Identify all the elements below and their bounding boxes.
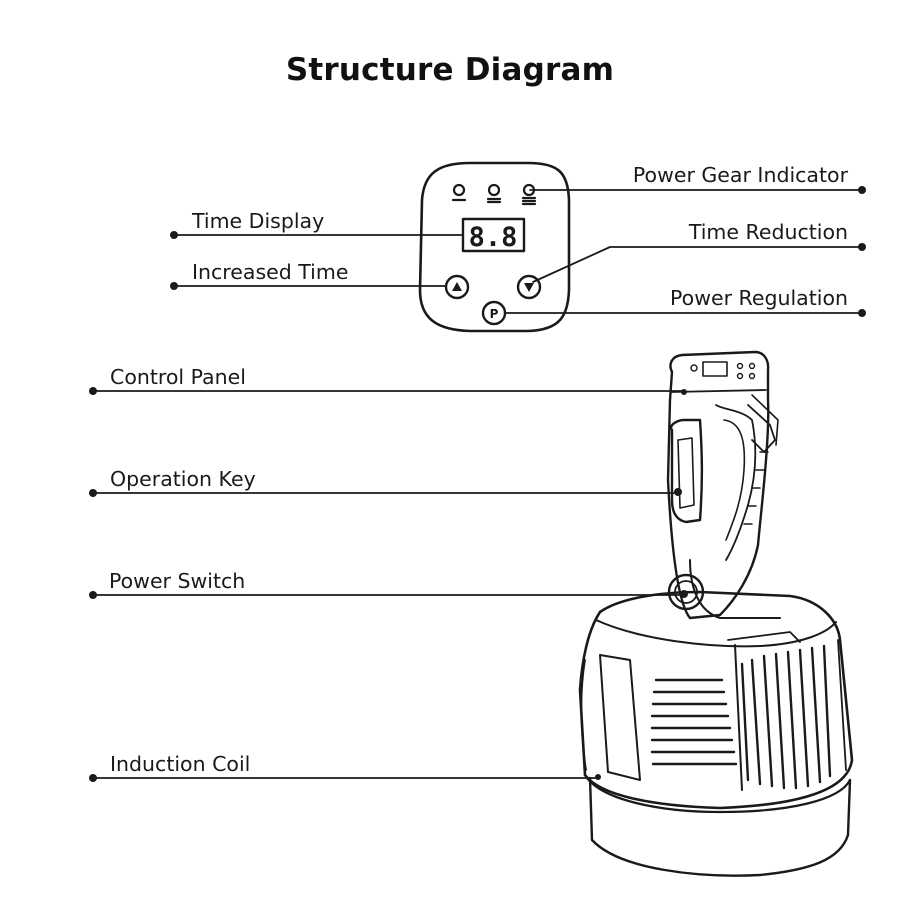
reduce-time-button-icon xyxy=(516,274,542,300)
side-grille xyxy=(740,644,832,790)
label-time-display: Time Display xyxy=(192,209,325,233)
label-increased-time: Increased Time xyxy=(192,260,349,284)
device-leader-lines xyxy=(92,390,685,779)
label-induction-coil: Induction Coil xyxy=(110,752,251,776)
panel-leader-dots xyxy=(170,186,866,317)
device-handle xyxy=(666,350,770,620)
vent-slots xyxy=(650,678,738,766)
device-base xyxy=(578,590,854,810)
control-panel-closeup xyxy=(418,161,571,333)
label-power-regulation: Power Regulation xyxy=(670,286,848,310)
gear-led-3-icon xyxy=(521,183,537,206)
time-display-value: 8.8 xyxy=(469,222,518,253)
panel-outline xyxy=(418,161,571,333)
operation-key xyxy=(669,418,704,524)
panel-leader-lines xyxy=(173,189,863,314)
label-operation-key: Operation Key xyxy=(110,467,256,491)
increase-time-button-icon xyxy=(444,274,470,300)
page-title: Structure Diagram xyxy=(285,52,615,88)
label-power-gear-indicator: Power Gear Indicator xyxy=(632,163,848,187)
label-power-switch: Power Switch xyxy=(109,569,246,593)
device-illustration xyxy=(578,350,854,877)
device-leader-dots xyxy=(89,387,97,782)
label-time-reduction: Time Reduction xyxy=(688,220,848,244)
gear-led-2-icon xyxy=(486,183,502,204)
gear-led-1-icon xyxy=(451,183,467,202)
label-control-panel: Control Panel xyxy=(110,365,246,389)
power-button-letter: P xyxy=(490,307,499,321)
